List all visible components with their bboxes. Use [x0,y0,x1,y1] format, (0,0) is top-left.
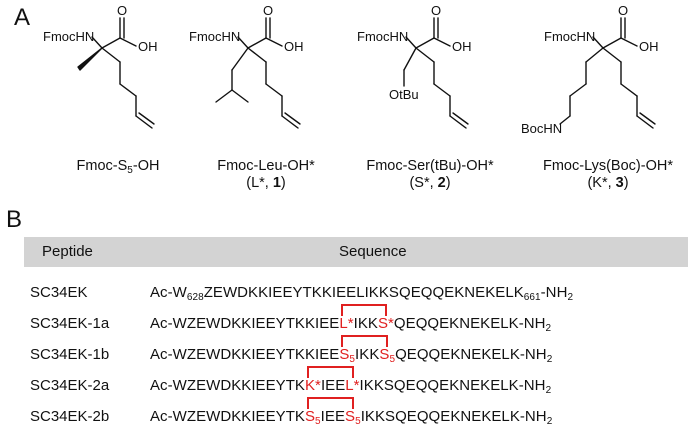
sequence-segment: ZEWDKKIEEYTKKIEELIKKSQEQQEKNEKELK [203,284,524,301]
staple-bracket [306,397,354,409]
staple-residue: K* [304,377,321,394]
staple-residue: 5 [389,354,396,365]
peptide-name: SC34EK-1a [30,315,110,332]
compound-name-lys: Fmoc-Lys(Boc)-OH* (K*, 3) [543,158,673,191]
sequence-segment: -NH [540,284,568,301]
peptide-name: SC34EK [30,284,88,301]
staple-residue: L* [339,315,354,332]
subscript: 2 [546,354,553,365]
subscript: 628 [186,292,204,303]
s5-oh-label: OH [138,39,158,54]
sequence-segment: IKKSQEQQEKNEKELK-NH [359,377,546,394]
subscript: 2 [545,323,552,334]
lys-fmochn-label: FmocHN [544,29,595,44]
peptide-sequence: Ac-W628ZEWDKKIEEYTKKIEELIKKSQEQQEKNEKELK… [150,284,573,303]
sequence-segment: QEQQEKNEKELK-NH [393,315,546,332]
staple-residue: S [379,346,390,363]
s5-o-label: O [117,3,127,18]
lys-o-label: O [618,3,628,18]
lys-oh-label: OH [639,39,659,54]
ser-oh-label: OH [452,39,472,54]
structure-leu [215,17,301,129]
staple-residue: S* [377,315,394,332]
sequence-segment: QEQQEKNEKELK-NH [395,346,547,363]
structure-s5 [77,17,155,129]
subscript: 2 [545,385,552,396]
structures-figure: FmocHN O OH FmocHN O OH FmocHN O OH OtBu… [43,3,659,136]
table-header: Peptide Sequence [24,237,688,267]
ser-fmochn-label: FmocHN [357,29,408,44]
staple-residue: S [339,346,350,363]
subscript: 2 [567,292,574,303]
compound-name-ser: Fmoc-Ser(tBu)-OH* (S*, 2) [366,158,494,191]
peptide-sequence: Ac-WZEWDKKIEEYTKK*IEEL*IKKSQEQQEKNEKELK-… [150,377,551,396]
lys-bochn-label: BocHN [521,121,562,136]
sequence-segment: Ac-WZEWDKKIEEYTK [150,377,305,394]
staple-residue: 5 [349,354,356,365]
staple-bracket [341,335,389,347]
subscript: 661 [523,292,541,303]
ser-otbu-label: OtBu [389,87,419,102]
panel-b-label: B [6,206,23,233]
peptide-sequence: Ac-WZEWDKKIEEYTKKIEEL*IKKS*QEQQEKNEKELK-… [150,315,551,334]
leu-oh-label: OH [284,39,304,54]
header-peptide: Peptide [42,243,93,260]
panel-a-label: A [14,4,31,31]
peptide-name: SC34EK-1b [30,346,110,363]
sequence-segment: IKK [355,346,380,363]
compound-name-leu: Fmoc-Leu-OH* (L*, 1) [217,158,315,191]
ser-o-label: O [431,3,441,18]
compound-name-s5: Fmoc-S5-OH [76,158,160,176]
structure-ser [403,17,469,129]
staple-residue: L* [345,377,360,394]
peptide-name: SC34EK-2a [30,377,110,394]
header-sequence: Sequence [339,243,407,260]
sequence-segment: Ac-W [150,284,187,301]
peptide-sequence: Ac-WZEWDKKIEEYTKKIEES5IKKS5QEQQEKNEKELK-… [150,346,552,365]
sequence-segment: IEE [320,377,346,394]
sequence-segment: IKK [353,315,378,332]
leu-o-label: O [263,3,273,18]
staple-bracket [306,366,355,378]
structure-lys [559,17,656,129]
sequence-segment: Ac-WZEWDKKIEEYTKKIEE [150,346,340,363]
sequence-segment: Ac-WZEWDKKIEEYTKKIEE [150,315,340,332]
leu-fmochn-label: FmocHN [189,29,240,44]
staple-bracket [341,304,387,316]
s5-fmochn-label: FmocHN [43,29,94,44]
subscript: 2 [546,416,553,427]
